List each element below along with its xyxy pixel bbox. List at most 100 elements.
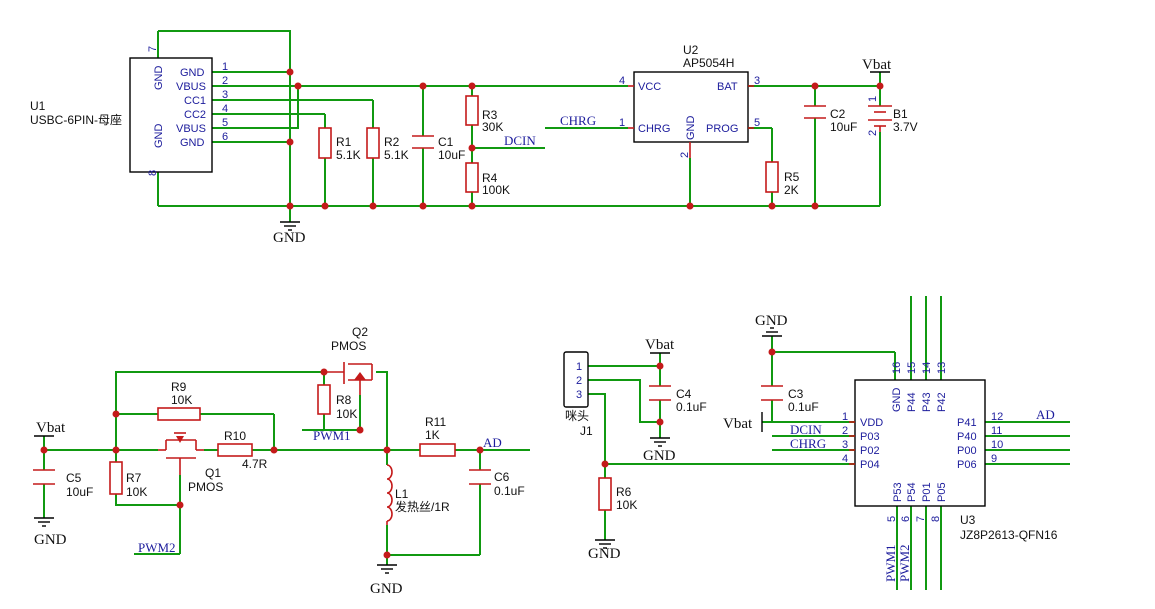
- b1-battery: [868, 105, 892, 132]
- gnd-label-mcu: GND: [755, 313, 788, 329]
- r7-body: [109, 461, 123, 495]
- u3-pin3-name: P02: [860, 445, 880, 457]
- wires: [43, 30, 1070, 590]
- b1-value: 3.7V: [893, 120, 918, 134]
- u1-pin7-name: GND: [153, 66, 165, 91]
- r1-value: 5.1K: [336, 148, 361, 162]
- u1-pin1-num: 1: [222, 61, 228, 73]
- l1-heater-coil: [386, 464, 393, 525]
- u1-pin3-name: CC1: [184, 95, 206, 107]
- net-pwm2-mcu: PWM2: [897, 544, 912, 582]
- gnd-label-top: GND: [273, 230, 306, 246]
- net-pwm1-heater: PWM1: [313, 428, 351, 443]
- b1-ref: B1: [893, 107, 908, 121]
- r9-body: [157, 407, 201, 421]
- q1-pmos: [158, 432, 204, 475]
- r11-ref: R11: [425, 415, 446, 429]
- r1-ref: R1: [336, 135, 352, 149]
- u2-ref: U2: [683, 43, 699, 57]
- u3-pin8-num: 8: [930, 516, 942, 522]
- r10-body: [217, 443, 253, 457]
- u1-pin2-num: 2: [222, 75, 228, 87]
- u1-pin8-name: GND: [153, 124, 165, 149]
- r5-ref: R5: [784, 170, 800, 184]
- u3-pin6-num: 6: [900, 516, 912, 522]
- r3-ref: R3: [482, 108, 498, 122]
- u2-pin3-name: BAT: [717, 81, 738, 93]
- gnd-label-l1: GND: [370, 581, 403, 597]
- c3-body: [761, 385, 783, 401]
- u3-pin14-num: 14: [921, 362, 933, 374]
- gnd-symbol-c4: [650, 437, 670, 447]
- u3-pin1-num: 1: [842, 411, 848, 423]
- u3-pin11-name: P40: [957, 431, 977, 443]
- net-chrg-top: CHRG: [560, 113, 596, 128]
- r7-value: 10K: [126, 485, 147, 499]
- mcu-ic: VDD P03 P02 P04 1 2 3 4 P41 P40 P00 P06 …: [842, 362, 1003, 522]
- j1-pin3: 3: [576, 389, 582, 401]
- net-ad-mcu: AD: [1036, 407, 1055, 422]
- u1-pin4-num: 4: [222, 103, 228, 115]
- u3-pin3-num: 3: [842, 439, 848, 451]
- u3-pin11-num: 11: [991, 425, 1002, 437]
- net-pwm2-heater: PWM2: [138, 540, 176, 555]
- j1-value: 咪头: [565, 409, 589, 423]
- c2-value: 10uF: [830, 120, 857, 134]
- r1-body: [318, 127, 332, 159]
- r6-ref: R6: [616, 485, 632, 499]
- vbat-label-c5: Vbat: [36, 420, 66, 436]
- u2-pin4-name: VCC: [638, 81, 661, 93]
- u3-pin13-name: P42: [936, 392, 948, 412]
- gnd-symbol-c5: [34, 517, 54, 527]
- u1-pin2-name: VBUS: [176, 81, 206, 93]
- net-chrg-mcu: CHRG: [790, 436, 826, 451]
- u3-pin15-name: P44: [906, 392, 918, 412]
- u2-name: AP5054H: [683, 56, 734, 70]
- u1-pin3-num: 3: [222, 89, 228, 101]
- u3-pin9-num: 9: [991, 453, 997, 465]
- r5-body: [765, 161, 779, 193]
- c5-ref: C5: [66, 471, 82, 485]
- gnd-label-c5: GND: [34, 532, 67, 548]
- b1-pin2: 2: [867, 130, 879, 136]
- u1-pin7-num: 7: [147, 46, 159, 52]
- u3-pin10-name: P00: [957, 445, 977, 457]
- u2-pin2-name: GND: [685, 116, 697, 141]
- u3-pin16-name: GND: [891, 388, 903, 413]
- q2-pmos: [324, 362, 373, 395]
- r9-ref: R9: [171, 380, 187, 394]
- u1-name: USBC-6PIN-母座: [30, 112, 122, 127]
- net-dcin-mcu: DCIN: [790, 422, 822, 437]
- net-pwm1-mcu: PWM1: [883, 544, 898, 582]
- c4-body: [649, 385, 671, 401]
- j1-pin2: 2: [576, 375, 582, 387]
- r2-ref: R2: [384, 135, 400, 149]
- net-dcin-top: DCIN: [504, 133, 536, 148]
- q1-ref: Q1: [205, 466, 221, 480]
- vbat-label-b1: Vbat: [862, 57, 892, 73]
- r4-value: 100K: [482, 183, 510, 197]
- r4-ref: R4: [482, 171, 498, 185]
- u3-pin10-num: 10: [991, 439, 1003, 451]
- u3-pin13-num: 13: [936, 362, 948, 374]
- r7-ref: R7: [126, 471, 142, 485]
- q2-value: PMOS: [331, 339, 366, 353]
- r11-body: [419, 443, 456, 457]
- u3-pin12-name: P41: [957, 417, 977, 429]
- gnd-symbol-l1: [377, 564, 397, 574]
- u3-pin7-num: 7: [915, 516, 927, 522]
- c3-ref: C3: [788, 387, 804, 401]
- u3-pin7-name: P01: [921, 482, 933, 502]
- l1-ref: L1: [395, 487, 409, 501]
- r8-body: [317, 384, 331, 415]
- r8-value: 10K: [336, 407, 357, 421]
- u1-ref: U1: [30, 99, 46, 113]
- u1-pin6-num: 6: [222, 131, 228, 143]
- gnd-symbol-top: [280, 221, 300, 231]
- u3-pin14-name: P43: [921, 392, 933, 412]
- u3-pin12-num: 12: [991, 411, 1003, 423]
- r3-body: [465, 95, 479, 126]
- c6-ref: C6: [494, 470, 510, 484]
- u3-pin1-name: VDD: [860, 417, 883, 429]
- u2-pin4-num: 4: [619, 75, 625, 87]
